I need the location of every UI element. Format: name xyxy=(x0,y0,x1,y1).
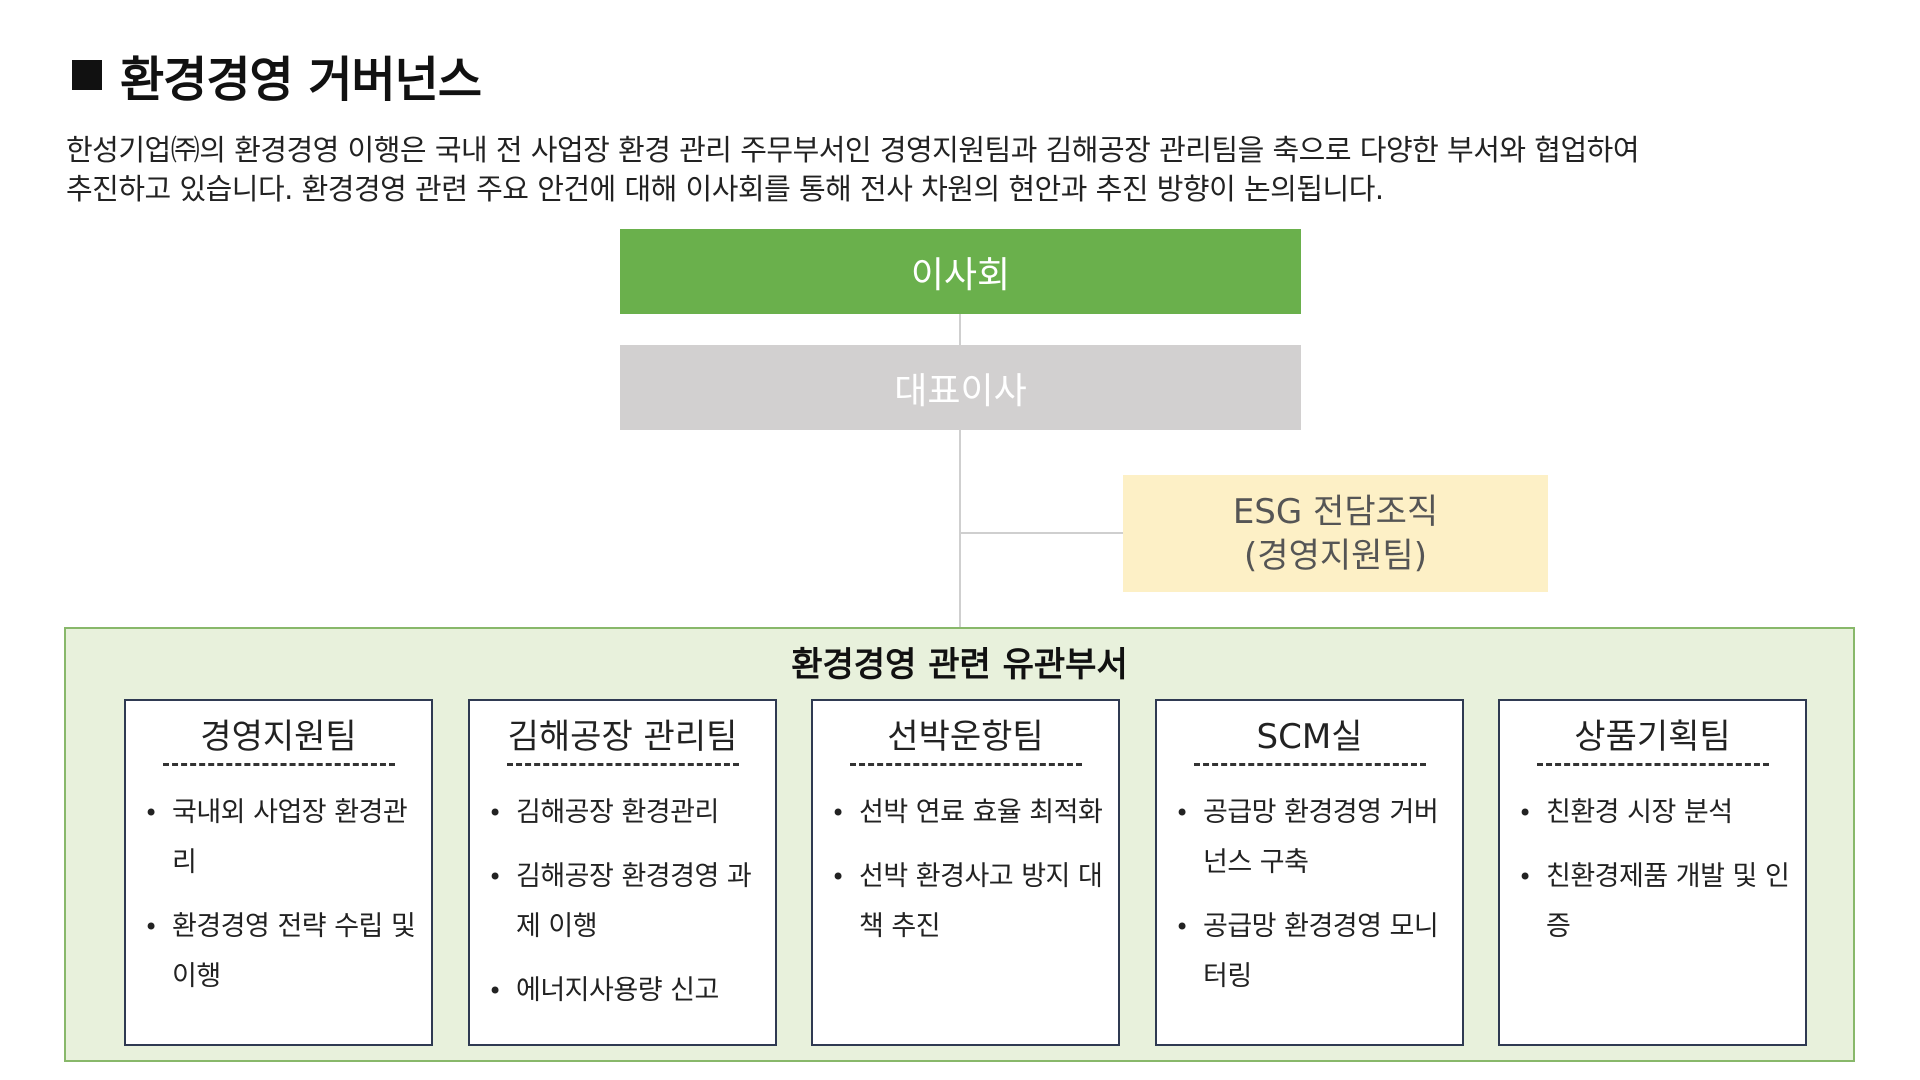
connector-esg-branch xyxy=(961,532,1123,534)
department-name: 상품기획팀 xyxy=(1574,717,1731,757)
duty-item: 국내외 사업장 환경관리 xyxy=(144,788,427,888)
department-name: 선박운항팀 xyxy=(887,717,1044,757)
dashed-divider xyxy=(849,763,1082,766)
duty-item: 김해공장 환경관리 xyxy=(488,788,771,838)
esg-line-2: (경영지원팀) xyxy=(1244,535,1427,576)
duty-item: 친환경 시장 분석 xyxy=(1518,788,1801,838)
esg-organization-box: ESG 전담조직 (경영지원팀) xyxy=(1123,475,1548,592)
duty-item: 선박 환경사고 방지 대책 추진 xyxy=(831,852,1114,952)
page-title: 환경경영 거버넌스 xyxy=(72,40,482,110)
duty-item: 김해공장 환경경영 과제 이행 xyxy=(488,852,771,952)
department-card: 상품기획팀 친환경 시장 분석 친환경제품 개발 및 인증 xyxy=(1498,699,1807,1046)
department-name: 김해공장 관리팀 xyxy=(507,717,738,757)
page-title-text: 환경경영 거버넌스 xyxy=(120,52,482,108)
duty-item: 친환경제품 개발 및 인증 xyxy=(1518,852,1801,952)
square-bullet-icon xyxy=(72,60,102,90)
esg-line-1: ESG 전담조직 xyxy=(1232,491,1439,532)
intro-line-1: 한성기업㈜의 환경경영 이행은 국내 전 사업장 환경 관리 주무부서인 경영지… xyxy=(66,133,1640,167)
ceo-box: 대표이사 xyxy=(620,345,1301,430)
intro-paragraph: 한성기업㈜의 환경경영 이행은 국내 전 사업장 환경 관리 주무부서인 경영지… xyxy=(66,131,1846,209)
department-duties: 친환경 시장 분석 친환경제품 개발 및 인증 xyxy=(1500,788,1805,952)
dashed-divider xyxy=(506,763,739,766)
related-departments-panel: 환경경영 관련 유관부서 경영지원팀 국내외 사업장 환경관리 환경경영 전략 … xyxy=(64,627,1855,1062)
department-card: 김해공장 관리팀 김해공장 환경관리 김해공장 환경경영 과제 이행 에너지사용… xyxy=(468,699,777,1046)
dashed-divider xyxy=(1193,763,1426,766)
dashed-divider xyxy=(162,763,395,766)
department-card: SCM실 공급망 환경경영 거버넌스 구축 공급망 환경경영 모니터링 xyxy=(1155,699,1464,1046)
related-departments-title: 환경경영 관련 유관부서 xyxy=(791,645,1128,685)
duty-item: 선박 연료 효율 최적화 xyxy=(831,788,1114,838)
duty-item: 공급망 환경경영 거버넌스 구축 xyxy=(1175,788,1458,888)
duty-item: 공급망 환경경영 모니터링 xyxy=(1175,902,1458,1002)
connector-ceo-related xyxy=(959,430,961,627)
duty-item: 환경경영 전략 수립 및 이행 xyxy=(144,902,427,1002)
dashed-divider xyxy=(1536,763,1769,766)
department-name: SCM실 xyxy=(1256,717,1363,757)
board-box: 이사회 xyxy=(620,229,1301,314)
intro-line-2: 추진하고 있습니다. 환경경영 관련 주요 안건에 대해 이사회를 통해 전사 … xyxy=(66,172,1384,206)
department-duties: 공급망 환경경영 거버넌스 구축 공급망 환경경영 모니터링 xyxy=(1157,788,1462,1002)
department-name: 경영지원팀 xyxy=(200,717,357,757)
department-card: 선박운항팀 선박 연료 효율 최적화 선박 환경사고 방지 대책 추진 xyxy=(811,699,1120,1046)
department-card: 경영지원팀 국내외 사업장 환경관리 환경경영 전략 수립 및 이행 xyxy=(124,699,433,1046)
department-duties: 국내외 사업장 환경관리 환경경영 전략 수립 및 이행 xyxy=(126,788,431,1002)
connector-board-ceo xyxy=(959,314,961,345)
duty-item: 에너지사용량 신고 xyxy=(488,966,771,1016)
department-duties: 선박 연료 효율 최적화 선박 환경사고 방지 대책 추진 xyxy=(813,788,1118,952)
department-duties: 김해공장 환경관리 김해공장 환경경영 과제 이행 에너지사용량 신고 xyxy=(470,788,775,1016)
